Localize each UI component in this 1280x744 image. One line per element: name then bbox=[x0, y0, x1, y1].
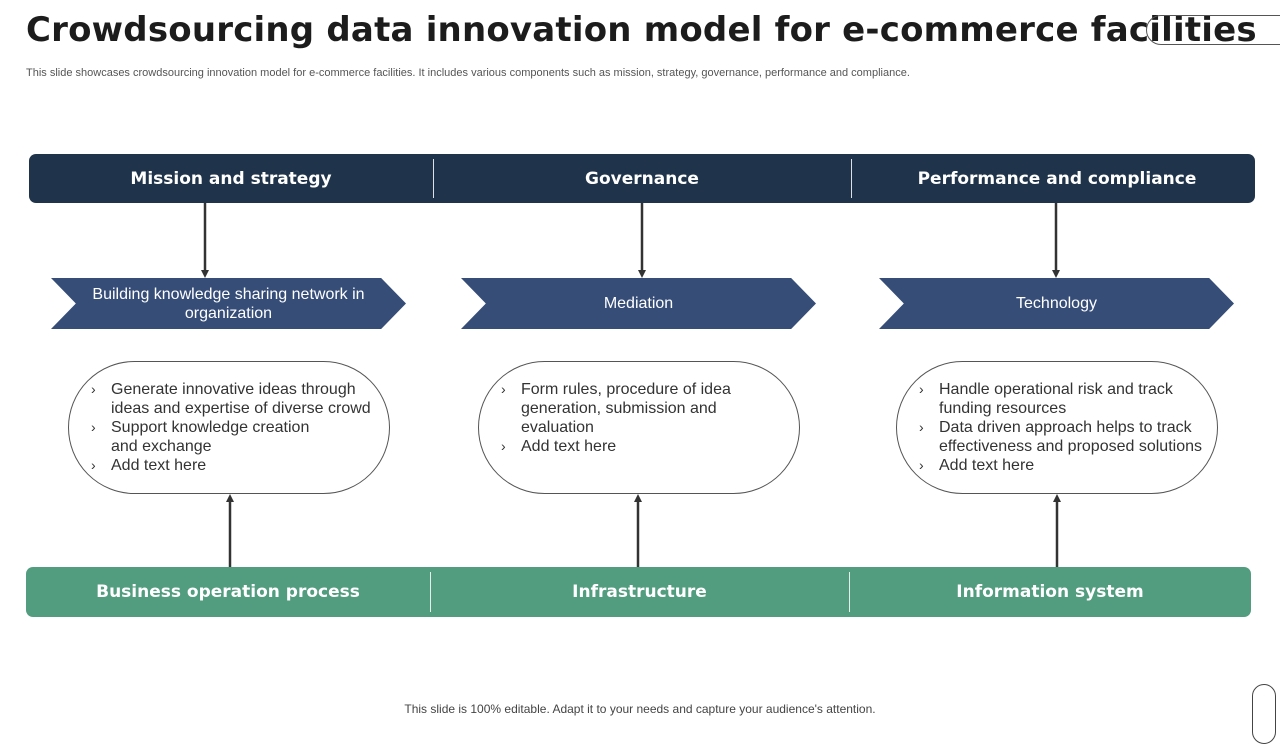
bubble-mission: › Generate innovative ideas through ideas… bbox=[68, 361, 390, 494]
list-item: › Add text here bbox=[501, 437, 791, 456]
bottom-category-business: Business operation process bbox=[96, 582, 360, 602]
page-title: Crowdsourcing data innovation model for … bbox=[26, 10, 1257, 50]
connector-arrows bbox=[201, 203, 1061, 567]
chevron-right-icon: › bbox=[919, 419, 924, 435]
chevron-label: Mediation bbox=[603, 295, 674, 312]
list-item-text: Add text here bbox=[521, 438, 617, 455]
top-bar-divider bbox=[433, 159, 434, 198]
bottom-category-information: Information system bbox=[956, 582, 1144, 602]
list-item-text: Data driven approach helps to track effe… bbox=[939, 419, 1202, 455]
chevron-knowledge-sharing: Building knowledge sharing network in or… bbox=[51, 278, 406, 329]
chevron-label: Technology bbox=[1016, 295, 1097, 312]
list-item-text: Add text here bbox=[939, 457, 1035, 474]
bullet-list: › Generate innovative ideas through ideas… bbox=[91, 380, 381, 475]
bottom-bar-divider bbox=[849, 572, 850, 612]
list-item: › Add text here bbox=[919, 456, 1209, 475]
bubble-governance: › Form rules, procedure of idea generatio… bbox=[478, 361, 800, 494]
top-category-bar: Mission and strategy Governance Performa… bbox=[29, 154, 1255, 203]
list-item: › Handle operational risk and track fundi… bbox=[919, 380, 1179, 418]
bottom-category-infrastructure: Infrastructure bbox=[572, 582, 707, 602]
list-item: › Support knowledge creation and exchange bbox=[91, 418, 331, 456]
chevron-right-icon: › bbox=[919, 381, 924, 397]
list-item: › Add text here bbox=[91, 456, 381, 475]
chevron-technology: Technology bbox=[879, 278, 1234, 329]
bottom-bar-divider bbox=[430, 572, 431, 612]
bottom-category-bar: Business operation process Infrastructur… bbox=[26, 567, 1251, 617]
footer-note: This slide is 100% editable. Adapt it to… bbox=[404, 702, 876, 716]
bullet-list: › Handle operational risk and track fundi… bbox=[919, 380, 1209, 475]
chevron-right-icon: › bbox=[501, 381, 506, 397]
list-item-text: Support knowledge creation and exchange bbox=[111, 419, 310, 455]
corner-decoration bbox=[1252, 684, 1276, 744]
chevron-right-icon: › bbox=[91, 457, 96, 473]
top-category-mission: Mission and strategy bbox=[130, 168, 332, 189]
bullet-list: › Form rules, procedure of idea generatio… bbox=[501, 380, 791, 456]
page-subtitle: This slide showcases crowdsourcing innov… bbox=[26, 67, 910, 79]
top-category-governance: Governance bbox=[585, 168, 699, 189]
chevron-label: Building knowledge sharing network in or… bbox=[92, 285, 365, 322]
list-item-text: Handle operational risk and track fundin… bbox=[939, 381, 1173, 417]
title-decoration bbox=[1146, 15, 1280, 45]
chevron-right-icon: › bbox=[919, 457, 924, 473]
chevron-mediation: Mediation bbox=[461, 278, 816, 329]
top-bar-divider bbox=[851, 159, 852, 198]
top-category-performance: Performance and compliance bbox=[917, 168, 1197, 189]
bubble-performance: › Handle operational risk and track fundi… bbox=[896, 361, 1218, 494]
list-item-text: Form rules, procedure of idea generation… bbox=[521, 381, 731, 436]
chevron-right-icon: › bbox=[91, 381, 96, 397]
list-item-text: Generate innovative ideas through ideas … bbox=[111, 381, 371, 417]
list-item: › Generate innovative ideas through ideas… bbox=[91, 380, 381, 418]
list-item: › Data driven approach helps to track eff… bbox=[919, 418, 1209, 456]
list-item: › Form rules, procedure of idea generatio… bbox=[501, 380, 791, 437]
list-item-text: Add text here bbox=[111, 457, 207, 474]
chevron-right-icon: › bbox=[91, 419, 96, 435]
chevron-right-icon: › bbox=[501, 438, 506, 454]
